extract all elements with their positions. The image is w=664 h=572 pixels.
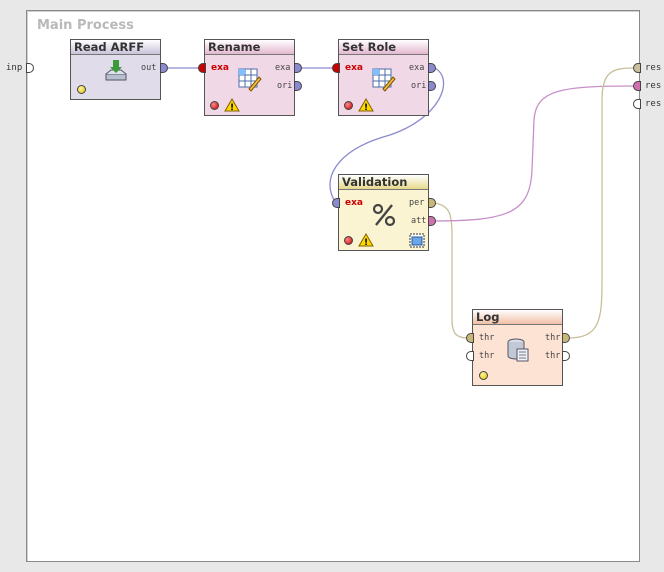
wire-validation-per-to-log bbox=[433, 202, 469, 339]
validation-out-per-port[interactable] bbox=[428, 198, 436, 208]
svg-text:!: ! bbox=[230, 103, 234, 112]
import-database-icon bbox=[105, 60, 127, 81]
wire-log-to-res bbox=[567, 67, 634, 339]
process-canvas[interactable] bbox=[26, 10, 640, 562]
operator-set-role[interactable]: Set Role exa exa ori ! bbox=[338, 39, 429, 116]
rename-in-port[interactable] bbox=[198, 63, 206, 73]
rename-status-dot bbox=[210, 101, 219, 110]
process-output-port-1[interactable] bbox=[633, 63, 641, 73]
process-input-port[interactable] bbox=[26, 63, 34, 73]
log-out-thr-label-1: thr bbox=[545, 333, 561, 343]
set-role-out-exa-port[interactable] bbox=[428, 63, 436, 73]
operator-validation-title: Validation bbox=[339, 175, 428, 190]
operator-read-arff[interactable]: Read ARFF out bbox=[70, 39, 161, 100]
warning-triangle-icon: ! bbox=[358, 98, 374, 112]
operator-log-title: Log bbox=[473, 310, 562, 325]
rename-out-exa-port[interactable] bbox=[294, 63, 302, 73]
operator-set-role-title: Set Role bbox=[339, 40, 428, 55]
process-output-port-2[interactable] bbox=[633, 81, 641, 91]
subprocess-icon[interactable] bbox=[409, 233, 425, 248]
set-role-out-exa-label: exa bbox=[409, 63, 425, 73]
validation-out-att-port[interactable] bbox=[428, 216, 436, 226]
process-output-label-3: res bbox=[645, 99, 662, 109]
read-arff-out-label: out bbox=[141, 63, 157, 73]
log-out-thr-label-2: thr bbox=[545, 351, 561, 361]
operator-rename[interactable]: Rename exa exa ori ! bbox=[204, 39, 295, 116]
set-role-in-label: exa bbox=[345, 63, 363, 73]
read-arff-status-dot bbox=[77, 85, 86, 94]
table-edit-icon bbox=[372, 68, 396, 92]
set-role-in-port[interactable] bbox=[332, 63, 340, 73]
set-role-status-dot bbox=[344, 101, 353, 110]
operator-read-arff-title: Read ARFF bbox=[71, 40, 160, 55]
log-out-thr-port-2[interactable] bbox=[562, 351, 570, 361]
log-out-thr-port-1[interactable] bbox=[562, 333, 570, 343]
log-in-thr-label-2: thr bbox=[479, 351, 495, 361]
rename-out-ori-label: ori bbox=[277, 81, 293, 91]
log-in-thr-label-1: thr bbox=[479, 333, 495, 343]
wire-setrole-to-validation bbox=[329, 67, 445, 204]
svg-text:!: ! bbox=[364, 238, 368, 247]
set-role-out-ori-port[interactable] bbox=[428, 81, 436, 91]
validation-status-dot bbox=[344, 236, 353, 245]
wire-validation-att-to-res bbox=[433, 85, 634, 222]
svg-text:!: ! bbox=[364, 103, 368, 112]
log-storage-icon bbox=[507, 338, 529, 362]
validation-in-port[interactable] bbox=[332, 198, 340, 208]
process-input-label: inp bbox=[6, 63, 23, 73]
warning-triangle-icon: ! bbox=[358, 233, 374, 247]
log-in-thr-port-1[interactable] bbox=[466, 333, 474, 343]
rename-out-ori-port[interactable] bbox=[294, 81, 302, 91]
process-output-port-3[interactable] bbox=[633, 99, 641, 109]
rename-in-label: exa bbox=[211, 63, 229, 73]
log-in-thr-port-2[interactable] bbox=[466, 351, 474, 361]
validation-in-label: exa bbox=[345, 198, 363, 208]
percent-icon bbox=[372, 203, 396, 227]
process-output-label-1: res bbox=[645, 63, 662, 73]
process-output-label-2: res bbox=[645, 81, 662, 91]
operator-rename-title: Rename bbox=[205, 40, 294, 55]
validation-out-att-label: att bbox=[411, 216, 427, 226]
read-arff-out-port[interactable] bbox=[160, 63, 168, 73]
warning-triangle-icon: ! bbox=[224, 98, 240, 112]
set-role-out-ori-label: ori bbox=[411, 81, 427, 91]
validation-out-per-label: per bbox=[409, 198, 425, 208]
process-title: Main Process bbox=[37, 18, 134, 33]
log-status-dot bbox=[479, 371, 488, 380]
table-edit-icon bbox=[238, 68, 262, 92]
operator-log[interactable]: Log thr thr thr thr bbox=[472, 309, 563, 386]
operator-validation[interactable]: Validation exa per att ! bbox=[338, 174, 429, 251]
rename-out-exa-label: exa bbox=[275, 63, 291, 73]
